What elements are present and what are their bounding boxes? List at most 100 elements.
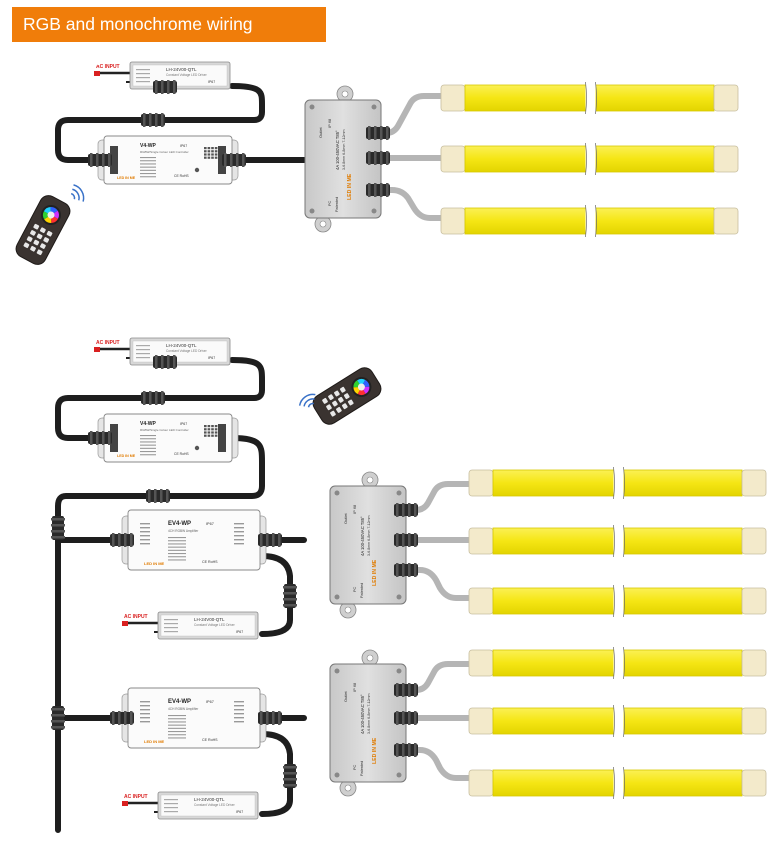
connector-ridge <box>396 683 399 697</box>
connector-ridge <box>402 533 405 547</box>
controller-button-grid <box>207 425 211 428</box>
psu-spec-line <box>136 81 150 83</box>
connector-ridge <box>130 711 133 725</box>
strip-break <box>613 585 624 617</box>
signal-arc <box>70 192 76 200</box>
cable-connector <box>141 113 165 127</box>
connector-ridge <box>96 153 99 167</box>
cable-connector <box>51 706 65 730</box>
mounting-hole <box>344 606 352 614</box>
psu-spec-line <box>136 73 150 75</box>
cable-connector <box>283 764 297 788</box>
connector-ridge <box>396 743 399 757</box>
strip-break-line <box>613 766 615 800</box>
amplifier-spec-line <box>168 543 186 545</box>
junction-outlet-label: Outlet <box>318 126 323 138</box>
psu-spec-line <box>164 811 178 813</box>
controller-button-grid <box>211 428 214 431</box>
led-strip <box>440 142 739 176</box>
controller-button-grid <box>211 150 214 153</box>
connector-ridge <box>408 563 411 577</box>
connector-body <box>394 744 418 756</box>
junction-screw <box>396 594 402 600</box>
connector-body <box>110 534 134 546</box>
led-strip <box>468 524 767 558</box>
cable <box>55 83 265 163</box>
remote-button <box>39 227 46 234</box>
connector-ridge <box>155 113 158 127</box>
ac-input-plug <box>122 621 128 626</box>
cable-connector <box>394 711 418 725</box>
mounting-hole <box>344 784 352 792</box>
controller-led-dot <box>194 167 200 173</box>
cert-label: CE RoHS <box>174 174 189 178</box>
brand-logo: LED IN ME <box>117 454 136 458</box>
connector-ridge <box>161 113 164 127</box>
connector-ridge <box>166 489 169 503</box>
connector-ridge <box>414 563 417 577</box>
connector-ridge <box>408 683 411 697</box>
strip-break-line <box>613 584 615 618</box>
ac-input-label: AC INPUT <box>124 614 148 620</box>
v4-sub-label: RGBW/Single Colour LED Controller <box>140 150 189 154</box>
remote-button <box>330 410 336 417</box>
junction-outlet-label: Outlet <box>343 690 348 702</box>
controller-button-grid <box>214 428 218 431</box>
junction-pc-label: PC <box>353 586 357 592</box>
connector-body <box>366 184 390 196</box>
signal-arc <box>72 188 80 201</box>
connector-ridge <box>148 489 151 503</box>
controller-button-grid <box>204 153 207 156</box>
v4-ip-label: IP67 <box>180 422 187 426</box>
connector-ridge <box>161 355 164 369</box>
remote-button <box>343 393 350 400</box>
mounting-hole <box>319 220 327 228</box>
connector-body <box>394 534 418 546</box>
junction-ip-label: IP 68 <box>352 504 357 514</box>
connector-ridge <box>155 80 158 94</box>
connector-ridge <box>266 533 269 547</box>
amplifier-spec-line <box>168 546 186 548</box>
amplifier-spec-line <box>168 718 186 720</box>
amplifier-spec-line <box>168 540 186 542</box>
amplifier-pin-label <box>234 713 244 715</box>
brand-logo: LED IN ME <box>144 739 165 744</box>
signal-arc <box>307 402 314 408</box>
led-strip <box>468 466 767 500</box>
page-title: RGB and monochrome wiring installation <box>12 7 326 69</box>
connector-body <box>394 504 418 516</box>
strip-break <box>585 205 596 237</box>
connector-ridge <box>374 126 377 140</box>
junction-spec-label: 4A 100-450VAC T85° <box>335 130 340 170</box>
connector-ridge <box>155 355 158 369</box>
strip-end-cap <box>741 587 767 615</box>
remote-button <box>36 249 43 256</box>
connector-ridge <box>278 533 281 547</box>
junction-pc-label: PC <box>328 200 332 206</box>
strip-break-line <box>623 584 625 618</box>
connector-body <box>52 516 64 540</box>
connector-ridge <box>272 533 275 547</box>
controller-button-grid <box>204 431 207 434</box>
controller-spec-line <box>140 163 156 165</box>
remote-button <box>347 399 354 406</box>
connector-body <box>110 712 134 724</box>
connector-ridge <box>396 533 399 547</box>
remote-button <box>336 406 342 413</box>
controller-spec-line <box>140 157 156 159</box>
remote-wheel-center <box>357 383 365 391</box>
junction-screw <box>396 772 402 778</box>
led-strip <box>468 704 767 738</box>
connector-ridge <box>108 431 111 445</box>
connector-ridge <box>278 711 281 725</box>
connector-ridge <box>124 711 127 725</box>
remote-button <box>328 394 334 401</box>
connector-ridge <box>124 533 127 547</box>
amplifier-spec-line <box>168 556 186 558</box>
brand-logo: LED IN ME <box>372 559 378 586</box>
strip-break <box>613 705 624 737</box>
connector-ridge <box>51 714 65 717</box>
connector-ridge <box>90 153 93 167</box>
connector-ridge <box>402 563 405 577</box>
